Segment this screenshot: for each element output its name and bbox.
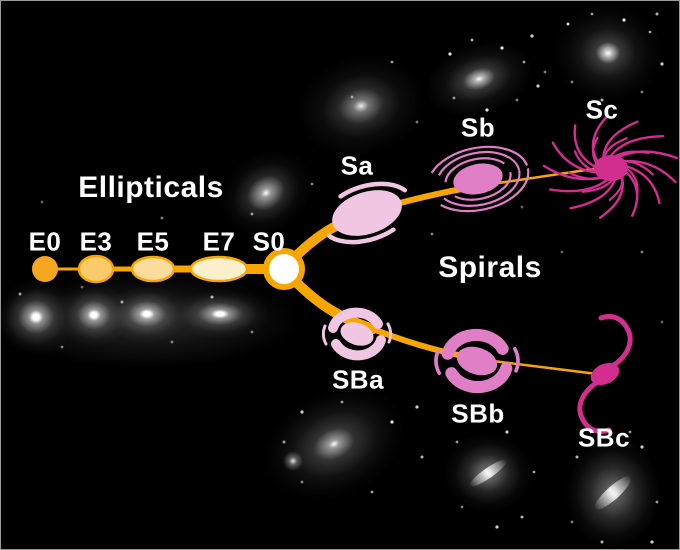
sba-icon <box>321 307 393 361</box>
sc-icon <box>542 116 679 219</box>
e7-node <box>189 255 249 283</box>
e0-node <box>32 256 58 282</box>
label-ellipticals: Ellipticals <box>78 171 224 204</box>
label-sbc: SBc <box>577 422 631 453</box>
label-s0: S0 <box>252 226 286 257</box>
label-e5: E5 <box>136 226 170 257</box>
e5-node <box>130 255 176 283</box>
label-e0: E0 <box>28 226 62 257</box>
s0-node <box>263 248 305 290</box>
label-sbb: SBb <box>451 398 505 429</box>
label-sc: Sc <box>585 94 619 125</box>
label-e3: E3 <box>79 226 113 257</box>
e3-node <box>77 254 115 284</box>
sa-icon <box>326 181 408 245</box>
label-sb: Sb <box>460 112 496 143</box>
label-sba: SBa <box>331 364 385 395</box>
sbc-icon <box>577 313 633 435</box>
label-spirals: Spirals <box>438 251 542 284</box>
sbb-icon <box>434 328 520 394</box>
label-e7: E7 <box>202 226 236 257</box>
label-sa: Sa <box>340 150 374 181</box>
